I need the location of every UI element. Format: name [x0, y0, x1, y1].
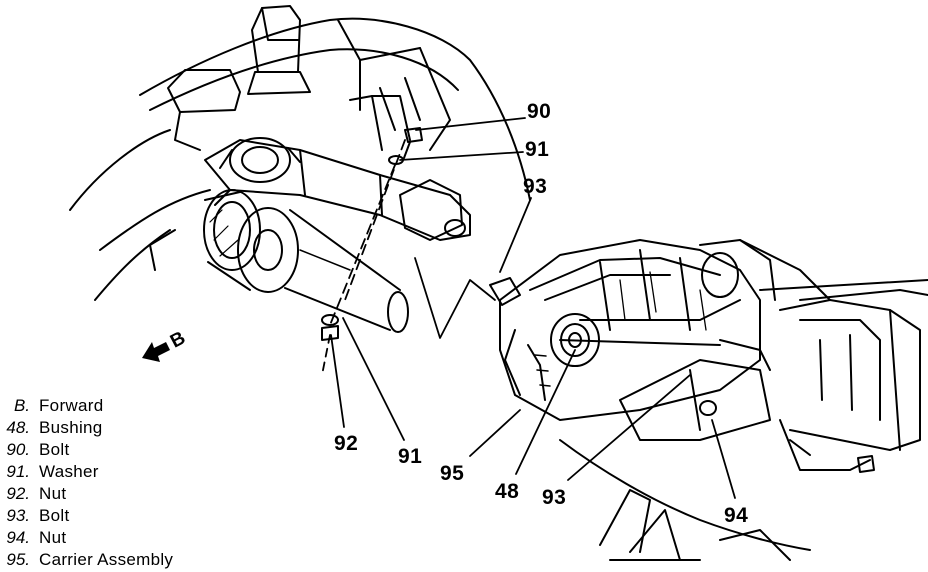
callout-90-top: 90 [527, 100, 552, 123]
legend-code: 91. [6, 462, 30, 481]
lower-body-lines [559, 439, 811, 561]
legend-code: B. [13, 396, 30, 415]
legend-item: 93. Bolt [0, 505, 69, 527]
legend-label: Washer [39, 462, 99, 481]
leader-lines [321, 117, 736, 499]
frame-crossmember [69, 5, 531, 301]
legend-item: B. Forward [0, 395, 103, 417]
legend-code: 94. [6, 528, 30, 547]
callout-95: 95 [440, 462, 465, 485]
carrier-housing [489, 239, 831, 441]
legend-label: Forward [39, 396, 104, 415]
legend-label: Nut [39, 484, 67, 503]
callout-91-top: 91 [525, 138, 550, 161]
forward-arrow [142, 342, 170, 362]
legend-label: Bushing [39, 418, 103, 437]
legend-item: 48. Bushing [0, 417, 102, 439]
axle-tube [203, 189, 409, 333]
right-frame-rail [759, 279, 928, 471]
callout-93-bottom: 93 [542, 486, 567, 509]
legend-item: 91. Washer [0, 461, 98, 483]
legend-item: 92. Nut [0, 483, 66, 505]
legend-item: 94. Nut [0, 527, 66, 549]
callout-48: 48 [495, 480, 520, 503]
legend-code: 48. [6, 418, 30, 437]
legend-label: Bolt [39, 506, 70, 525]
legend-label: Bolt [39, 440, 70, 459]
fasteners [321, 127, 875, 473]
callout-93-top: 93 [523, 175, 548, 198]
callout-94: 94 [724, 504, 749, 527]
legend-item: 90. Bolt [0, 439, 69, 461]
callout-92: 92 [334, 432, 359, 455]
callout-91-bottom: 91 [398, 445, 423, 468]
legend-code: 93. [6, 506, 30, 525]
legend-label: Carrier Assembly [39, 550, 174, 569]
legend-code: 95. [6, 550, 30, 569]
legend-code: 92. [6, 484, 30, 503]
legend-item: 95. Carrier Assembly [0, 549, 173, 571]
legend-code: 90. [6, 440, 30, 459]
legend-label: Nut [39, 528, 67, 547]
